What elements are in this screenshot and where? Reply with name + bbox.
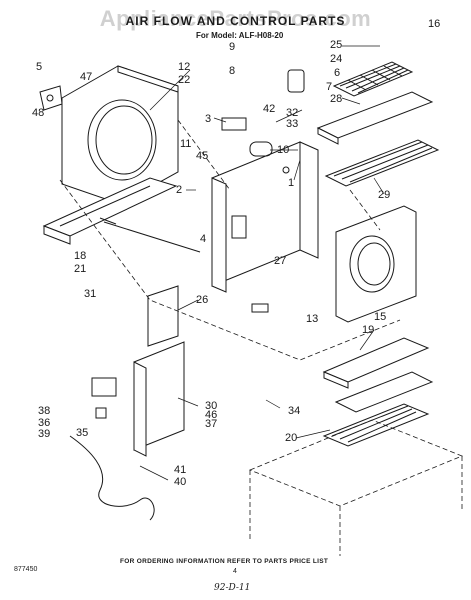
watermark: AppliancePartsPros.com — [99, 6, 372, 31]
callout-41: 41 — [174, 464, 186, 476]
callout-28: 28 — [330, 93, 342, 105]
panel-19 — [322, 337, 430, 389]
control-box-1 — [211, 141, 319, 293]
callout-9: 9 — [229, 41, 235, 53]
callout-8: 8 — [229, 65, 235, 77]
callout-27: 27 — [274, 255, 286, 267]
callout-33: 33 — [286, 118, 298, 130]
callout-36: 36 — [38, 417, 50, 429]
bracket-47 — [39, 85, 63, 111]
callout-18: 18 — [74, 250, 86, 262]
model-line: For Model: ALF-H08-20 — [196, 31, 284, 40]
filter-29 — [324, 139, 440, 187]
footer-text: FOR ORDERING INFORMATION REFER TO PARTS … — [120, 558, 329, 565]
callout-3: 3 — [205, 113, 211, 125]
fan-shroud — [61, 65, 179, 205]
callout-46: 46 — [205, 409, 217, 421]
handwritten-note: 92-D-11 — [214, 583, 251, 593]
callout-7: 7 — [326, 81, 332, 93]
callout-13: 13 — [306, 313, 318, 325]
filter-20 — [322, 371, 434, 447]
callout-35: 35 — [76, 427, 88, 439]
callout-45: 45 — [196, 150, 208, 162]
leader-lines — [139, 45, 385, 481]
callout-labels: 1 2 3 4 5 6 7 8 9 10 11 12 13 15 16 18 1… — [32, 18, 440, 488]
callout-4: 4 — [200, 233, 206, 245]
callout-16: 16 — [428, 18, 440, 30]
callout-5: 5 — [36, 61, 42, 73]
base-frame — [248, 419, 464, 556]
callout-31: 31 — [84, 288, 96, 300]
callout-25: 25 — [330, 39, 342, 51]
page-title: AIR FLOW AND CONTROL PARTS — [125, 14, 346, 28]
base-tray-18 — [42, 177, 178, 245]
callout-38: 38 — [38, 405, 50, 417]
housing-13 — [335, 205, 417, 323]
panel-28 — [316, 91, 434, 145]
callout-1: 1 — [288, 177, 294, 189]
callout-42: 42 — [263, 103, 275, 115]
callout-12: 12 — [178, 61, 190, 73]
callout-11: 11 — [180, 138, 191, 150]
callout-20: 20 — [285, 432, 297, 444]
callout-6: 6 — [334, 67, 340, 79]
callout-26: 26 — [196, 294, 208, 306]
callout-47: 47 — [80, 71, 92, 83]
callout-34: 34 — [288, 405, 300, 417]
grille-24 — [332, 61, 414, 97]
callout-48: 48 — [32, 107, 44, 119]
callout-29: 29 — [378, 189, 390, 201]
callout-30: 30 — [205, 400, 217, 412]
page-number: 4 — [233, 568, 237, 575]
callout-40: 40 — [174, 476, 186, 488]
panel-26 — [147, 285, 179, 347]
callout-24: 24 — [330, 53, 342, 65]
callout-21: 21 — [74, 263, 86, 275]
callout-19: 19 — [362, 324, 374, 336]
callout-22: 22 — [178, 74, 190, 86]
doc-number: 877450 — [14, 566, 38, 573]
callout-37: 37 — [205, 418, 217, 430]
wire-harness-40 — [69, 435, 155, 521]
control-bracket-30 — [91, 341, 185, 457]
callout-15: 15 — [374, 311, 386, 323]
callout-2: 2 — [176, 184, 182, 196]
callout-39: 39 — [38, 428, 50, 440]
